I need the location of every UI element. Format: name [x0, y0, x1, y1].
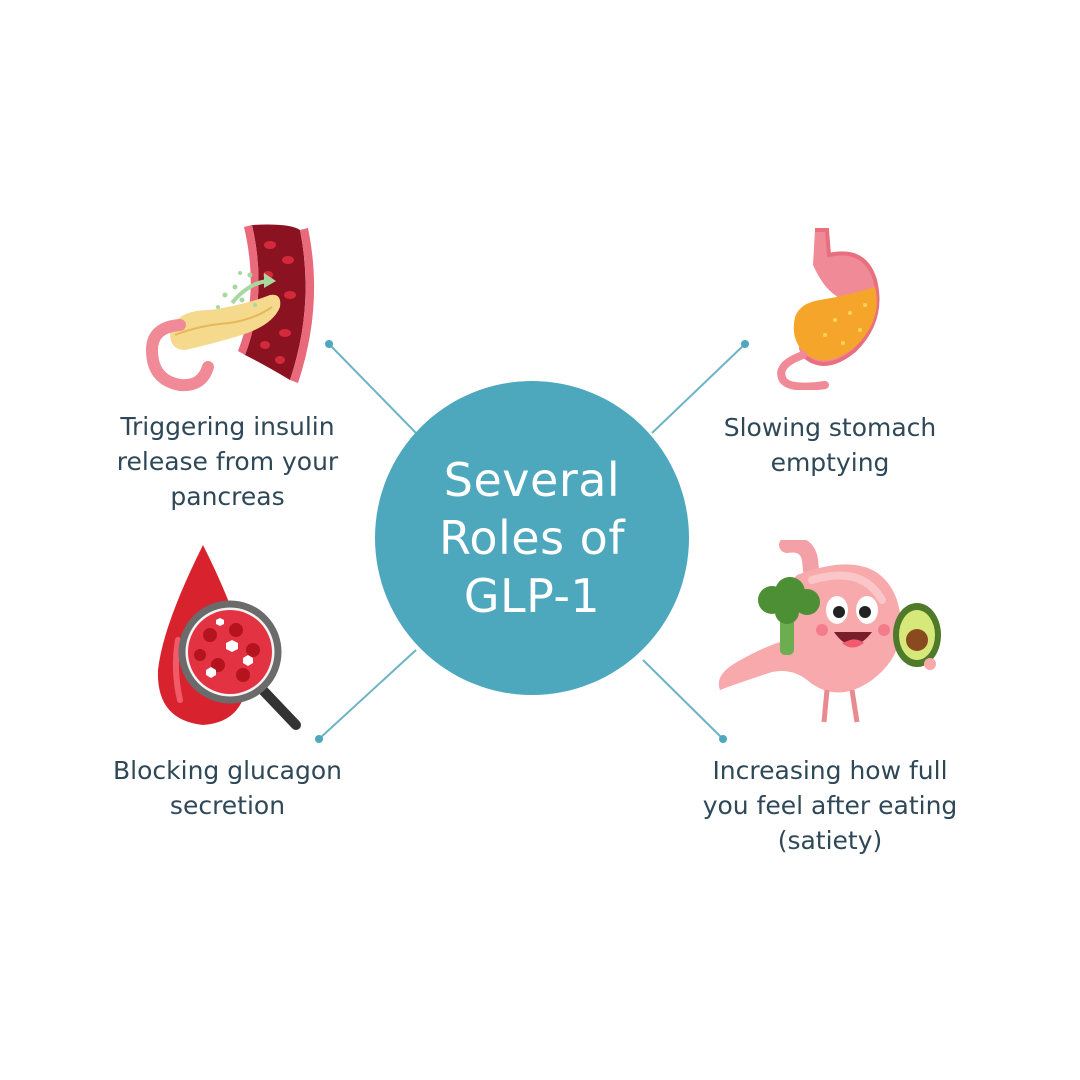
happy-stomach-food-icon — [712, 540, 947, 730]
role-label-insulin: Triggering insulin release from your pan… — [95, 409, 360, 514]
connector-glucagon — [319, 650, 416, 739]
connector-satiety — [643, 660, 723, 739]
center-circle: Several Roles of GLP-1 — [375, 381, 689, 695]
role-label-stomach-emptying: Slowing stomach emptying — [700, 410, 960, 480]
pancreas-blood-vessel-icon — [140, 215, 340, 395]
connector-dot-glucagon — [315, 735, 323, 743]
stomach-icon — [765, 225, 890, 390]
blood-drop-magnifier-icon — [148, 540, 308, 740]
connector-dot-stomach — [741, 340, 749, 348]
center-title: Several Roles of GLP-1 — [412, 451, 652, 625]
role-label-satiety: Increasing how full you feel after eatin… — [680, 753, 980, 858]
connector-dot-satiety — [719, 735, 727, 743]
role-label-glucagon: Blocking glucagon secretion — [95, 753, 360, 823]
